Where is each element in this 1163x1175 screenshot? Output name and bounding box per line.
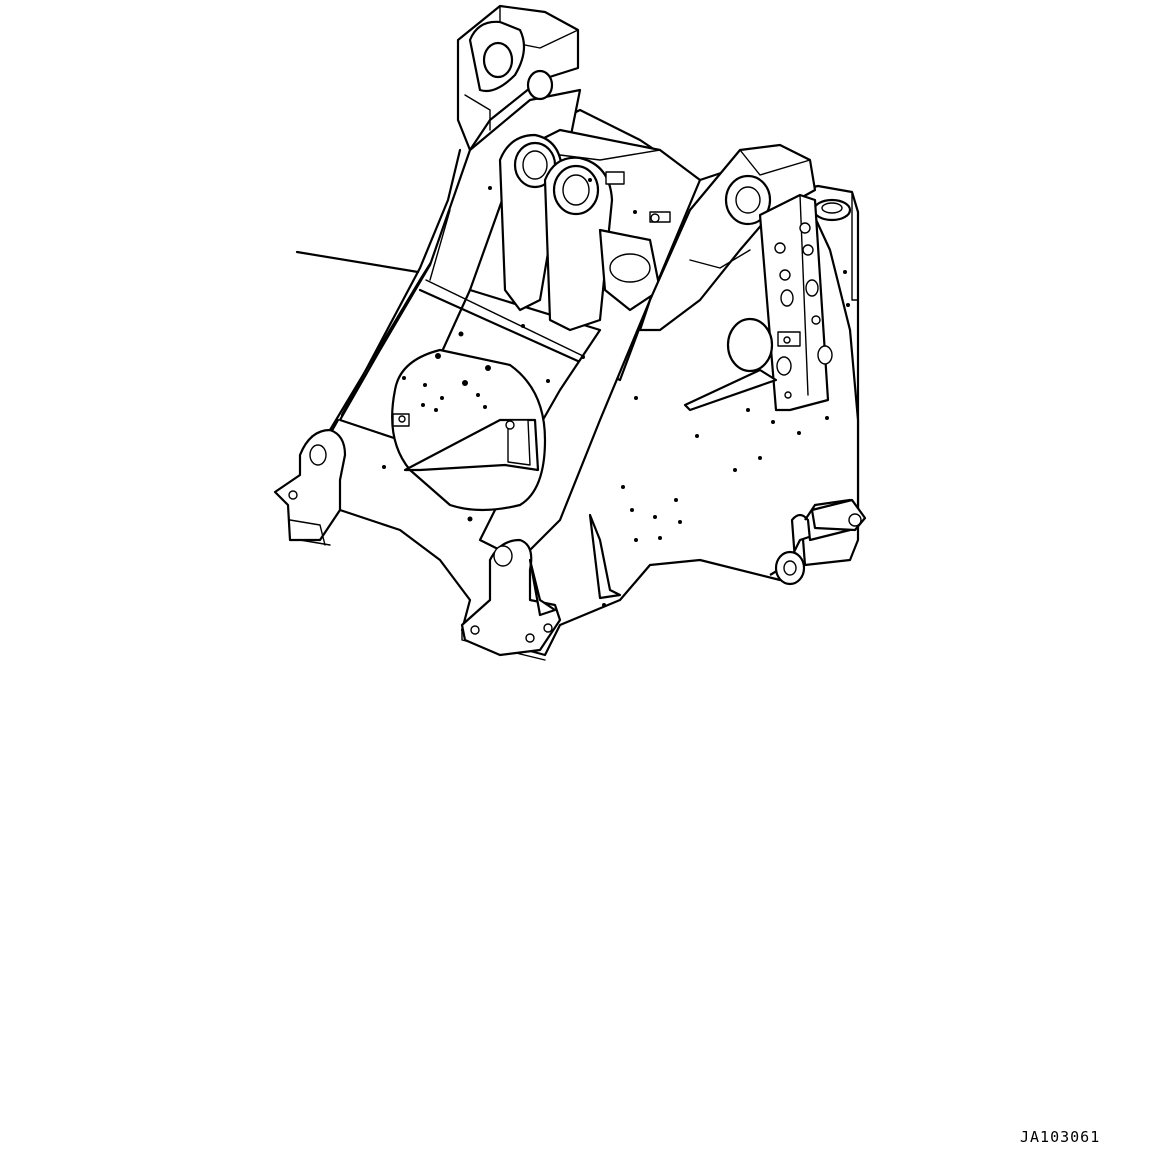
weld-markers [382, 178, 850, 607]
right-side-plate [758, 193, 833, 412]
access-opening [391, 348, 547, 512]
left-front-mount [273, 428, 347, 546]
leader-line [295, 250, 420, 274]
lift-arm-brackets [498, 133, 671, 332]
bottom-left-foot [460, 538, 562, 657]
right-upper-bracket [638, 143, 817, 332]
right-pivot-boss [683, 317, 778, 412]
drawing-id-label: JA103061 [1020, 1128, 1101, 1146]
top-tower [456, 4, 580, 152]
center-gusset [588, 513, 622, 600]
right-front-mount [769, 498, 867, 586]
